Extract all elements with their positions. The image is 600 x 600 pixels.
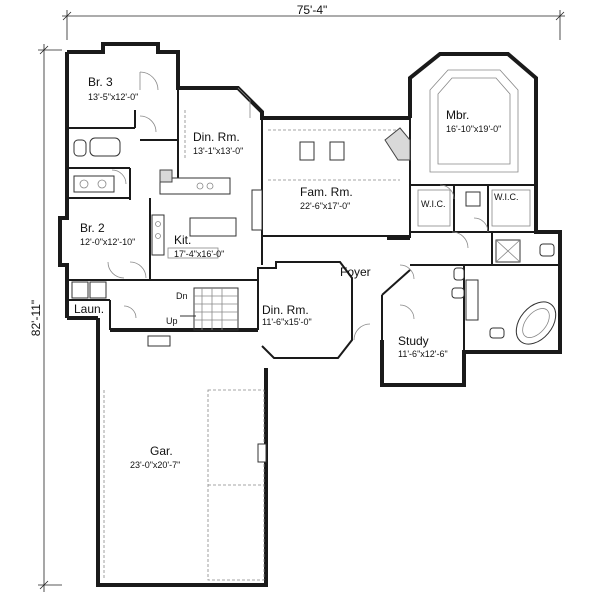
stair-down-label: Dn: [176, 291, 188, 301]
room-din2-size: 11'-6"x15'-0": [262, 317, 312, 327]
fireplace-icon: [384, 127, 411, 161]
overall-depth-label: 82'-11": [29, 300, 43, 336]
stairs: [180, 287, 239, 331]
room-study-size: 11'-6"x12'-6": [398, 349, 448, 359]
room-din1-size: 13'-1"x13'-0": [193, 146, 243, 156]
wic-right-label: W.I.C.: [494, 192, 519, 202]
laundry-label: Laun.: [74, 302, 104, 316]
master-bath-fixtures: [451, 239, 557, 345]
overall-width-label: 75'-4": [297, 3, 328, 17]
room-gar-name: Gar.: [150, 444, 173, 458]
family-room-details: [251, 127, 411, 231]
room-kit-size: 17'-4"x16'-0": [174, 249, 224, 259]
kitchen-island: [189, 217, 237, 237]
room-fam-size: 22'-6"x17'-0": [300, 201, 350, 211]
foyer-label: Foyer: [340, 265, 371, 279]
toilet-icon: [73, 139, 87, 157]
exterior-walls: [58, 42, 562, 587]
wic-left-label: W.I.C.: [421, 199, 446, 209]
room-study-name: Study: [398, 334, 429, 348]
laundry-fixtures: [71, 281, 107, 299]
spa-tub-icon: [515, 301, 557, 345]
room-mbr-size: 16'-10"x19'-0": [446, 124, 501, 134]
garage-step-icon: [147, 335, 171, 347]
toilet-icon: [539, 243, 555, 257]
stair-up-label: Up: [166, 316, 178, 326]
bathtub-icon: [89, 137, 121, 157]
master-tray-ceiling: [429, 69, 519, 173]
range-icon: [151, 214, 165, 256]
door-swings: [107, 71, 489, 341]
hall-bath-fixtures: [73, 137, 121, 193]
depth-dimension-line: [38, 44, 62, 592]
kitchen-counter: [159, 177, 231, 195]
room-gar-size: 23'-0"x20'-7": [130, 460, 180, 470]
room-kit-name: Kit.: [174, 233, 191, 247]
dining-room-1-details: [184, 87, 251, 160]
room-br2-size: 12'-0"x12'-10": [80, 237, 135, 247]
closet-shelving: [417, 189, 531, 227]
room-din2-name: Din. Rm.: [262, 303, 309, 317]
kitchen-details: [151, 169, 237, 259]
width-dimension-line: [62, 10, 565, 40]
room-br3-name: Br. 3: [88, 75, 113, 89]
column-icon: [159, 169, 173, 183]
room-din1-name: Din. Rm.: [193, 130, 240, 144]
room-mbr-name: Mbr.: [446, 108, 469, 122]
bath-vanity-icon: [465, 279, 479, 321]
garage-details: [103, 335, 267, 581]
built-in-shelf: [251, 189, 263, 231]
room-br3-size: 13'-5"x12'-0": [88, 92, 138, 102]
washer-icon: [71, 281, 89, 299]
room-br2-name: Br. 2: [80, 221, 105, 235]
room-fam-name: Fam. Rm.: [300, 185, 353, 199]
dryer-icon: [89, 281, 107, 299]
